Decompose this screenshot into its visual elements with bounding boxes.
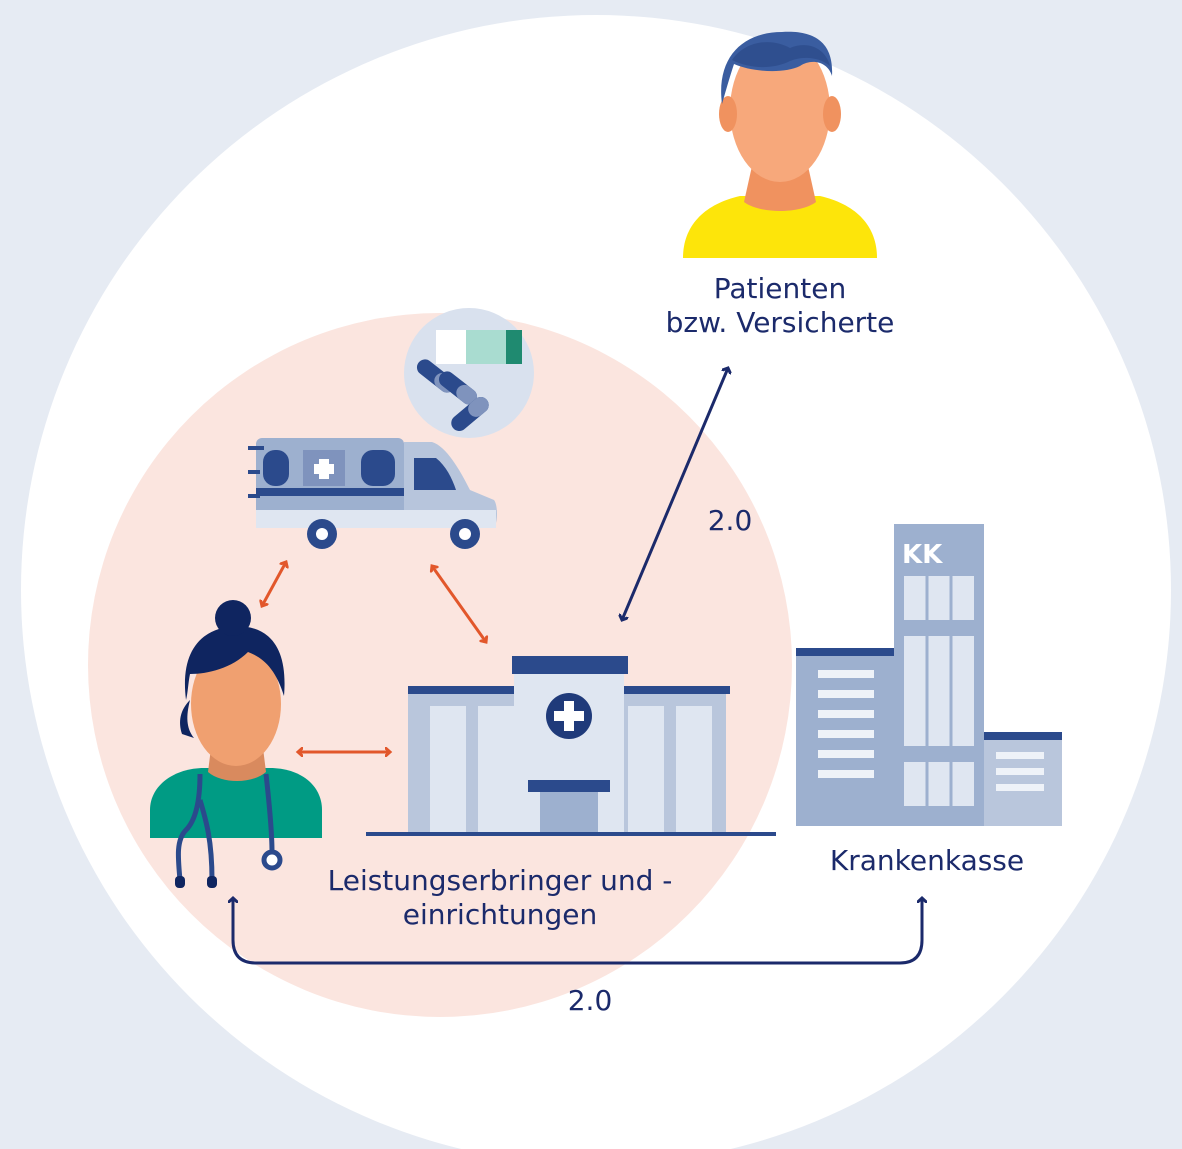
patient-label: Patienten bzw. Versicherte	[620, 272, 940, 340]
providers-label-line2: einrichtungen	[402, 898, 598, 931]
patient-label-line1: Patienten	[713, 272, 847, 305]
doctor-insurer-link-arrow	[233, 898, 922, 965]
ambulance-hospital-arrow	[432, 566, 486, 642]
ambulance-icon	[248, 438, 497, 549]
doctor-insurer-link-label: 2.0	[567, 984, 613, 1017]
patient-icon	[683, 31, 877, 258]
providers-label-line1: Leistungserbringer und -	[327, 864, 673, 897]
insurer-label: Krankenkasse	[829, 844, 1025, 877]
doctor-icon	[150, 600, 322, 888]
patient-label-line2: bzw. Versicherte	[665, 306, 895, 339]
patient-hospital-link-label: 2.0	[707, 504, 753, 537]
hospital-icon	[366, 656, 776, 836]
providers-label: Leistungserbringer und - einrichtungen	[280, 864, 720, 932]
medication-icon	[404, 308, 534, 438]
insurance-building-icon	[796, 524, 1062, 826]
ambulance-doctor-arrow	[262, 562, 286, 606]
patient-hospital-link-arrow	[622, 368, 728, 620]
insurer-sign-text: KK	[902, 540, 943, 570]
